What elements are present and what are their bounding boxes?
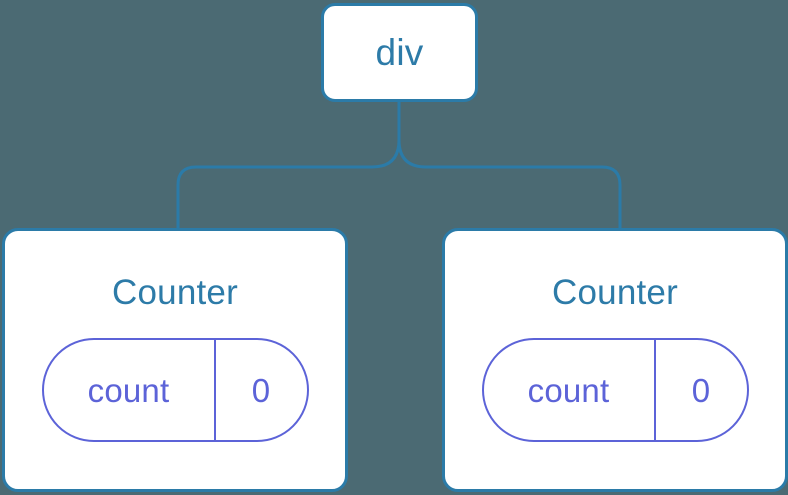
state-pill-counter-1[interactable]: count 0 <box>41 338 309 442</box>
node-counter-1-label: Counter <box>112 273 238 312</box>
state-key-cell-counter-1: count <box>44 340 216 440</box>
state-value-label-counter-1: 0 <box>251 371 271 409</box>
state-value-label-counter-2: 0 <box>691 371 711 409</box>
node-counter-2-label: Counter <box>552 273 678 312</box>
node-counter-2[interactable]: Counter count 0 <box>442 228 788 492</box>
state-value-cell-counter-1: 0 <box>216 340 307 440</box>
node-div-label: div <box>375 32 424 73</box>
node-counter-1[interactable]: Counter count 0 <box>2 228 348 492</box>
state-key-label-counter-2: count <box>527 371 610 409</box>
connector-branch-path <box>176 101 622 228</box>
state-key-cell-counter-2: count <box>484 340 656 440</box>
node-div[interactable]: div <box>321 3 478 102</box>
state-key-label-counter-1: count <box>87 371 170 409</box>
state-pill-counter-2[interactable]: count 0 <box>481 338 749 442</box>
state-value-cell-counter-2: 0 <box>656 340 747 440</box>
